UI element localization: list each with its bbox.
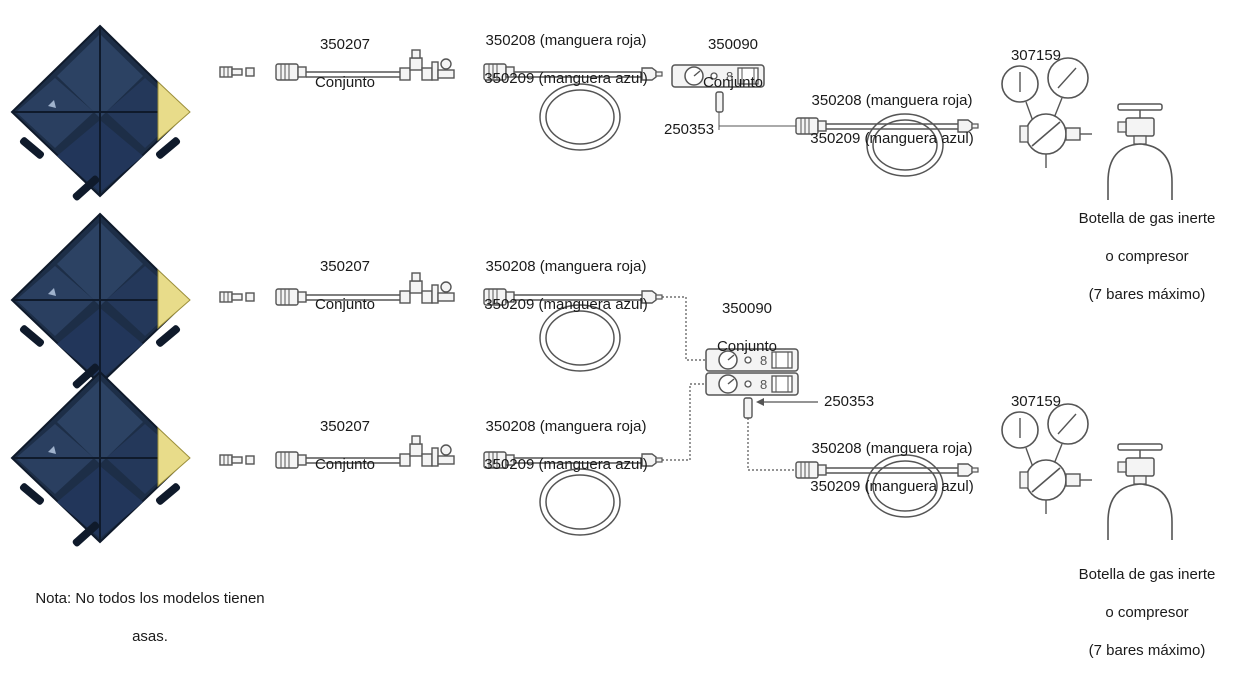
supply-hose-label-1: 350208 (manguera roja) 350209 (manguera …	[792, 72, 992, 167]
supply-hose-red-1: 350208 (manguera roja)	[811, 92, 973, 109]
bag-inlet-nipple-1	[219, 66, 255, 78]
supply-hose-2	[795, 454, 979, 518]
assembly-hose-1	[275, 49, 455, 81]
pressure-regulator-2	[1001, 403, 1093, 515]
assembly-part-1: 350207	[319, 36, 371, 53]
regulator-part-1: 307159	[1010, 47, 1062, 64]
hose-blue-1: 350209 (manguera azul)	[484, 70, 648, 87]
row-1	[11, 25, 1173, 203]
regulator-part-2: 307159	[1010, 393, 1062, 410]
assembly-name-2: Conjunto	[314, 296, 376, 313]
controller-lower	[705, 372, 799, 396]
hose-blue-3: 350209 (manguera azul)	[484, 456, 648, 473]
assembly-label-1: 350207 Conjunto	[300, 16, 390, 111]
bag-inlet-nipple-3	[219, 454, 255, 466]
dashed-link-row-3	[662, 383, 706, 461]
lifting-bag-1	[11, 25, 191, 203]
gas-cylinder-1	[1107, 103, 1173, 201]
row-2	[11, 213, 706, 391]
supply-hose-red-2: 350208 (manguera roja)	[811, 440, 973, 457]
footnote-line2: asas.	[132, 628, 168, 645]
hose-red-3: 350208 (manguera roja)	[485, 418, 647, 435]
dashed-link-supply	[747, 418, 796, 471]
hose-label-2: 350208 (manguera roja) 350209 (manguera …	[466, 238, 666, 333]
controller-name-2: Conjunto	[716, 338, 778, 355]
controller-part-2: 350090	[721, 300, 773, 317]
assembly-name-1: Conjunto	[314, 74, 376, 91]
hose-label-3: 350208 (manguera roja) 350209 (manguera …	[466, 398, 666, 493]
supply-hose-1	[719, 113, 979, 177]
hose-red-1: 350208 (manguera roja)	[485, 32, 647, 49]
source-line3-2: (7 bares máximo)	[1088, 642, 1206, 659]
supply-hose-label-2: 350208 (manguera roja) 350209 (manguera …	[792, 420, 992, 515]
source-line3-1: (7 bares máximo)	[1088, 286, 1206, 303]
assembly-hose-2	[275, 272, 455, 306]
assembly-hose-3	[275, 435, 455, 469]
controller-part-1: 350090	[707, 36, 759, 53]
hose-red-2: 350208 (manguera roja)	[485, 258, 647, 275]
hose-blue-2: 350209 (manguera azul)	[484, 296, 648, 313]
hose-label-1: 350208 (manguera roja) 350209 (manguera …	[466, 12, 666, 107]
assembly-part-2: 350207	[319, 258, 371, 275]
supply-hose-blue-1: 350209 (manguera azul)	[810, 130, 974, 147]
source-line2-1: o compresor	[1105, 248, 1189, 265]
gas-source-label-1: Botella de gas inerte o compresor (7 bar…	[1062, 190, 1232, 323]
row-3	[11, 371, 706, 549]
connection-diagram: 8	[11, 25, 1173, 549]
footnote: Nota: No todos los modelos tienen asas.	[20, 570, 280, 665]
inflation-hose-2	[483, 288, 663, 372]
inflation-hose-3	[483, 451, 663, 536]
assembly-part-3: 350207	[319, 418, 371, 435]
source-line1-2: Botella de gas inerte	[1078, 566, 1216, 583]
supply-hose-blue-2: 350209 (manguera azul)	[810, 478, 974, 495]
controller-label-2: 350090 Conjunto	[702, 280, 792, 375]
bag-inlet-nipple-2	[219, 291, 255, 303]
valve-part-1: 250353	[664, 121, 715, 138]
inflation-hose-1	[483, 63, 663, 151]
lifting-bag-3	[11, 371, 191, 549]
assembly-name-3: Conjunto	[314, 456, 376, 473]
assembly-label-2: 350207 Conjunto	[300, 238, 390, 333]
pressure-regulator-1	[1001, 57, 1093, 169]
shutoff-valve-2	[743, 397, 753, 419]
assembly-label-3: 350207 Conjunto	[300, 398, 390, 493]
footnote-line1: Nota: No todos los modelos tienen	[35, 590, 265, 607]
source-line1-1: Botella de gas inerte	[1078, 210, 1216, 227]
gas-cylinder-2	[1107, 443, 1173, 541]
dashed-link-row-2	[662, 296, 706, 361]
dual-controller-assembly	[705, 348, 1173, 541]
lifting-bag-2	[11, 213, 191, 391]
pointer-arrow	[756, 398, 818, 406]
controller-label-1: 350090 Conjunto	[688, 16, 778, 111]
valve-part-2: 250353	[824, 393, 875, 410]
controller-name-1: Conjunto	[702, 74, 764, 91]
shutoff-valve-1	[715, 91, 724, 130]
gas-source-label-2: Botella de gas inerte o compresor (7 bar…	[1062, 546, 1232, 679]
